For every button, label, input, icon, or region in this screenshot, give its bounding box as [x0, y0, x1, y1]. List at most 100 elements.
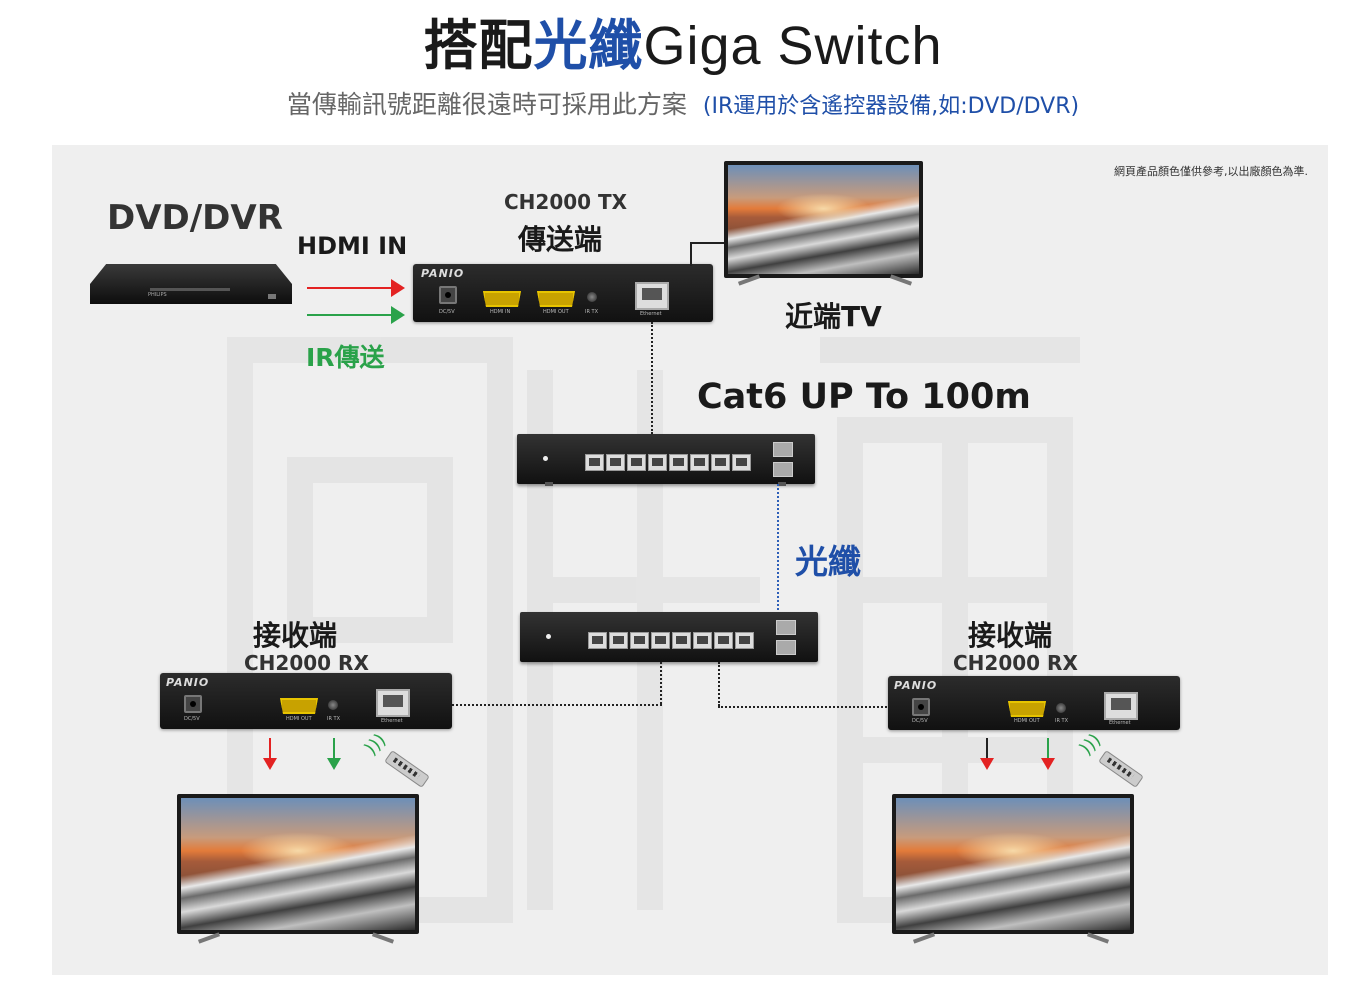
rx-port-label: DC/5V	[184, 716, 200, 722]
page-subtitle: 當傳輸訊號距離很遠時可採用此方案 (IR運用於含遙控器設備,如:DVD/DVR)	[0, 88, 1366, 124]
rx-right-tv-screen	[896, 798, 1130, 930]
switch-foot	[545, 482, 553, 486]
tx-port-label: HDMI OUT	[543, 309, 569, 315]
tx-brand-logo: PANIO	[421, 267, 465, 280]
dvd-brand: PHILIPS	[148, 292, 167, 298]
ethernet-port-icon	[635, 282, 669, 310]
subtitle-note: (IR運用於含遙控器設備,如:DVD/DVR)	[702, 94, 1080, 119]
rx-right-model-label: CH2000 RX	[953, 651, 1078, 675]
rx-left-role-label: 接收端	[253, 619, 338, 652]
rj45-port-icon	[648, 454, 667, 471]
rj45-port-icon	[588, 632, 607, 649]
rj45-port-icon	[609, 632, 628, 649]
tx-port-label: DC/5V	[439, 309, 455, 315]
cable-switch-to-rx-left	[660, 662, 662, 704]
dvd-player-body	[90, 264, 292, 304]
cable-switch-to-rx-left-h	[452, 704, 662, 706]
ir-port-icon	[587, 292, 597, 302]
fiber-label: 光纖	[795, 542, 861, 581]
hdmi-out-port-icon	[1008, 701, 1046, 717]
ir-out-arrow-icon	[1041, 738, 1055, 770]
switch-ports	[585, 454, 751, 471]
switch-ports	[588, 632, 754, 649]
dc-port-icon	[439, 286, 457, 304]
dvd-tray	[150, 288, 230, 291]
rx-left-tv-screen	[181, 798, 415, 930]
tx-to-tv-cable	[690, 242, 692, 266]
rx-port-label: Ethernet	[381, 718, 403, 724]
receiver-right-device: PANIO DC/5V HDMI OUT IR TX Ethernet	[888, 676, 1180, 730]
switch-foot	[778, 482, 786, 486]
rx-brand-logo: PANIO	[894, 679, 938, 692]
cable-label: Cat6 UP To 100m	[697, 377, 1031, 417]
rj45-port-icon	[585, 454, 604, 471]
rj45-port-icon	[669, 454, 688, 471]
rx-brand-logo: PANIO	[166, 676, 210, 689]
sfp-port-icon	[776, 640, 796, 655]
rj45-port-icon	[711, 454, 730, 471]
rj45-port-icon	[732, 454, 751, 471]
tx-port-label: HDMI IN	[490, 309, 511, 315]
sfp-port-icon	[773, 462, 793, 477]
ethernet-port-icon	[1104, 692, 1138, 720]
page-title: 搭配光纖Giga Switch	[0, 14, 1366, 78]
rx-port-label: DC/5V	[912, 718, 928, 724]
hdmi-out-arrow-icon	[980, 738, 994, 770]
rx-right-role-label: 接收端	[968, 619, 1053, 652]
near-tv	[724, 161, 923, 278]
rx-right-tv	[892, 794, 1134, 934]
title-part-1: 搭配	[423, 14, 534, 77]
title-part-3: Giga Switch	[643, 16, 943, 76]
power-led-icon	[543, 456, 548, 461]
ethernet-port-icon	[376, 689, 410, 717]
usb-port-icon	[268, 294, 276, 299]
tx-port-label: Ethernet	[640, 311, 662, 317]
rx-port-label: Ethernet	[1109, 720, 1131, 726]
fiber-link	[777, 484, 779, 614]
ir-out-arrow-icon	[327, 738, 341, 770]
near-tv-label: 近端TV	[785, 300, 882, 333]
rx-port-label: IR TX	[1055, 718, 1069, 724]
title-part-2: 光纖	[533, 14, 644, 77]
cable-switch-to-rx-right	[718, 662, 720, 706]
transmitter-device: PANIO DC/5V HDMI IN HDMI OUT IR TX Ether…	[413, 264, 713, 322]
tx-to-tv-cable-h	[690, 242, 728, 244]
hdmi-out-arrow-icon	[263, 738, 277, 770]
hdmi-in-arrow-icon	[307, 279, 405, 297]
dc-port-icon	[184, 695, 202, 713]
rj45-port-icon	[651, 632, 670, 649]
ir-send-label: IR傳送	[306, 343, 385, 372]
subtitle-text: 當傳輸訊號距離很遠時可採用此方案	[286, 90, 687, 119]
tx-port-label: IR TX	[585, 309, 599, 315]
rj45-port-icon	[606, 454, 625, 471]
hdmi-out-port-icon	[537, 291, 575, 307]
ir-in-arrow-icon	[307, 306, 405, 324]
ir-port-icon	[328, 700, 338, 710]
hdmi-in-port-icon	[483, 291, 521, 307]
rj45-port-icon	[735, 632, 754, 649]
tx-role-label: 傳送端	[518, 223, 603, 256]
rj45-port-icon	[714, 632, 733, 649]
receiver-left-device: PANIO DC/5V HDMI OUT IR TX Ethernet	[160, 673, 452, 729]
rx-port-label: IR TX	[327, 716, 341, 722]
dvd-player: PHILIPS	[90, 264, 292, 308]
rx-port-label: HDMI OUT	[286, 716, 312, 722]
cable-switch-to-rx-right-h	[718, 706, 890, 708]
rj45-port-icon	[693, 632, 712, 649]
sfp-port-icon	[776, 620, 796, 635]
sfp-port-icon	[773, 442, 793, 457]
rj45-port-icon	[630, 632, 649, 649]
switch-top	[517, 434, 815, 484]
rj45-port-icon	[627, 454, 646, 471]
rx-left-model-label: CH2000 RX	[244, 651, 369, 675]
disclaimer-text: 網頁產品顏色僅供參考,以出廠顏色為準.	[1114, 165, 1308, 178]
cat6-cable-to-switch	[651, 322, 653, 434]
switch-bottom	[520, 612, 818, 662]
dc-port-icon	[912, 698, 930, 716]
hdmi-in-label: HDMI IN	[297, 232, 408, 260]
rx-port-label: HDMI OUT	[1014, 718, 1040, 724]
rx-left-tv	[177, 794, 419, 934]
source-label: DVD/DVR	[107, 198, 283, 238]
rj45-port-icon	[672, 632, 691, 649]
tx-model-label: CH2000 TX	[504, 190, 628, 214]
